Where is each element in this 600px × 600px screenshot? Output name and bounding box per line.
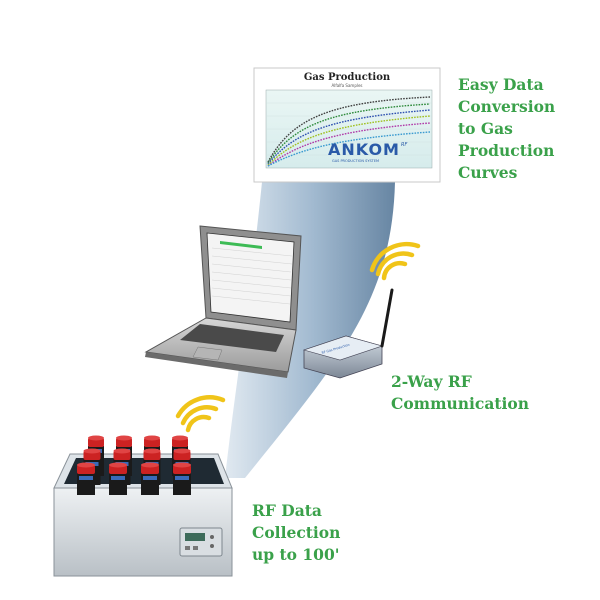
laptop-screen [206, 232, 295, 323]
caption-rf-data-collection: RF Data Collection up to 100' [252, 501, 341, 564]
rf-base-station: RF Gas Production [302, 288, 394, 379]
bottle [109, 462, 127, 495]
chart-title: Gas Production [304, 72, 391, 83]
curve-4 [267, 115, 431, 166]
ankom-logo: ANKOM RF GAS PRODUCTION SYSTEM [328, 140, 407, 163]
bottle [77, 462, 95, 495]
curve-6 [267, 131, 431, 167]
bottle [173, 462, 191, 495]
curve-1 [267, 96, 431, 163]
laptop-touchpad [192, 346, 223, 361]
bottle-array [77, 435, 191, 495]
curve-2 [267, 103, 431, 164]
ankom-logo-text: ANKOM [328, 140, 400, 159]
bath-display [185, 533, 205, 541]
curve-3 [267, 109, 431, 165]
ankom-logo-sub: GAS PRODUCTION SYSTEM [332, 159, 379, 163]
rf-antenna [380, 288, 394, 348]
chart-subtitle: Alfalfa Samples [331, 83, 362, 88]
bath-control-panel [179, 527, 223, 557]
curve-5 [267, 122, 431, 167]
gas-production-chart-inset: Gas Production Alfalfa Samples ANKOM RF … [253, 67, 441, 183]
caption-data-conversion: Easy Data Conversion to Gas Production C… [458, 75, 556, 182]
ankom-logo-sup: RF [401, 142, 407, 148]
laptop [144, 225, 302, 378]
rf-signal-icon-bottom [175, 395, 226, 433]
laptop-keyboard [180, 324, 284, 352]
rf-signal-icon-top [369, 241, 421, 281]
caption-rf-communication: 2-Way RF Communication [391, 372, 530, 413]
bottle [141, 462, 159, 495]
